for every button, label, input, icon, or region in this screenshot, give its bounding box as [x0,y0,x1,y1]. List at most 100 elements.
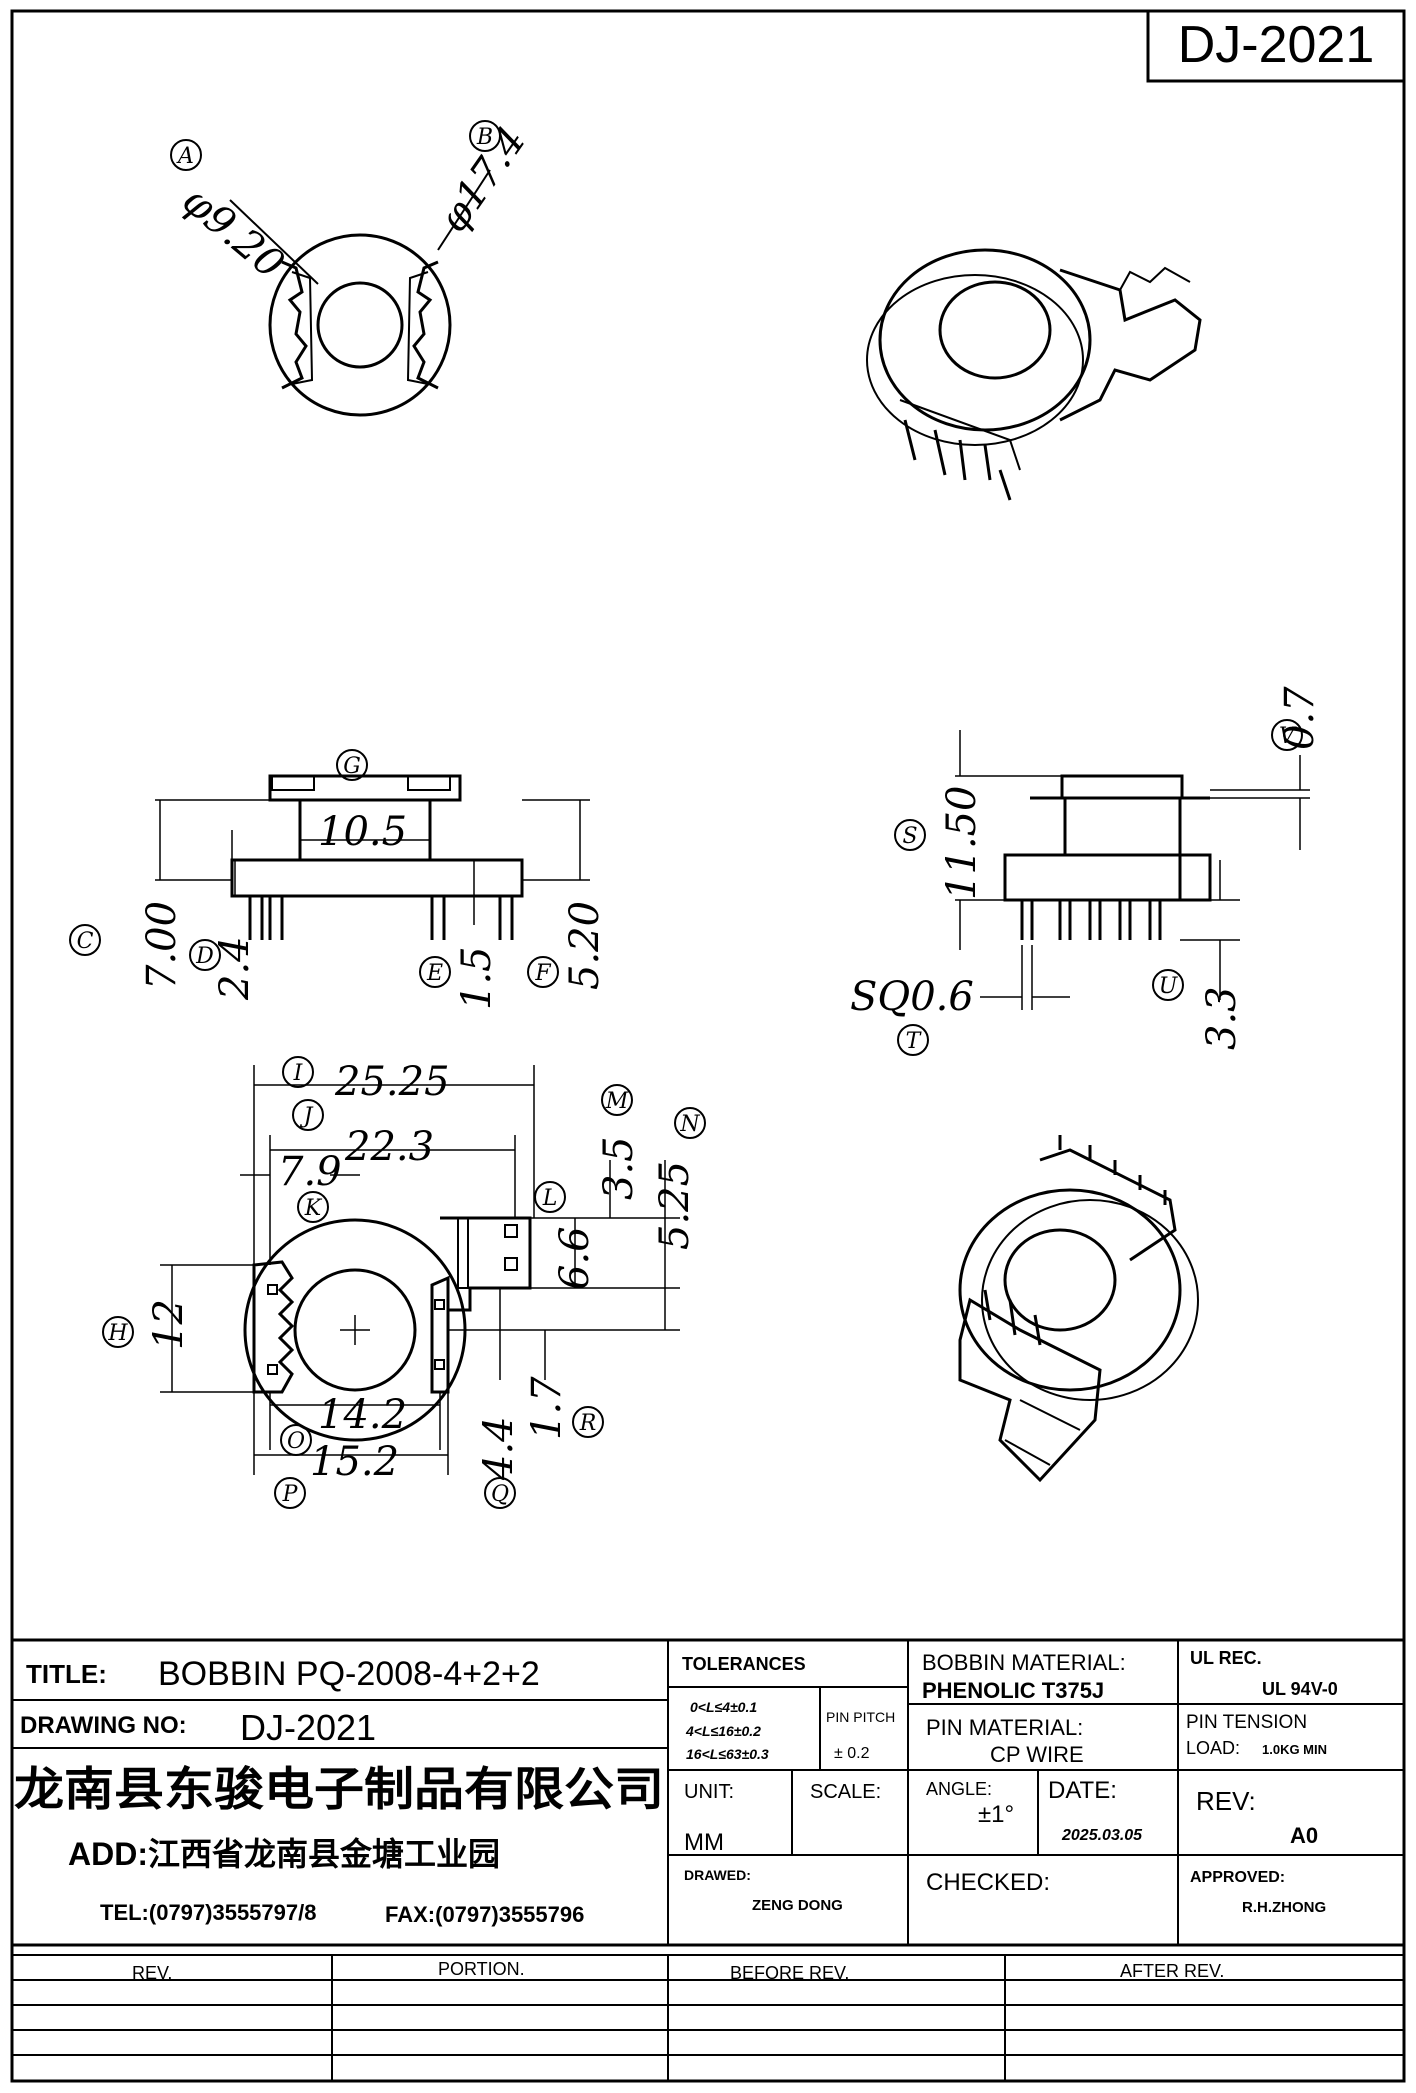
svg-text:M: M [605,1089,629,1114]
dim-t: SQ0.6 [850,974,974,1020]
label-v: V [1271,719,1303,751]
dim-d: 2.4 [212,936,258,1001]
dim-v: 0.7 [1277,686,1323,750]
svg-text:N: N [679,1112,700,1137]
label-g: G [336,749,368,781]
label-i: I [282,1056,314,1088]
company-name: 龙南县东骏电子制品有限公司 [14,1763,664,1815]
rev-value: A0 [1290,1823,1318,1848]
rev-table-header-before: BEFORE REV. [730,1963,849,1983]
pin-tension-label: PIN TENSION [1186,1712,1307,1733]
dim-l: 6.6 [552,1226,598,1290]
svg-text:P: P [282,1482,299,1507]
rev-table-header-after: AFTER REV. [1120,1961,1224,1981]
unit-value: MM [684,1829,724,1856]
tolerance-line-1: 0<L≤4±0.1 [690,1699,757,1715]
svg-text:J: J [300,1104,314,1129]
pin-material-value: CP WIRE [990,1742,1084,1767]
scale-label: SCALE: [810,1781,881,1803]
dim-c: 7.00 [139,901,185,990]
svg-text:R: R [579,1411,597,1436]
top-view: φ9.20 φ17.4 A B [170,118,535,417]
svg-text:G: G [343,754,361,779]
label-o: O [280,1424,312,1456]
bottom-view: 25.25 22.3 7.9 3.5 5.25 6.6 12 14.2 15.2… [102,1056,706,1509]
svg-text:B: B [476,125,493,150]
dim-e: 1.5 [454,946,500,1010]
svg-text:L: L [542,1186,558,1211]
svg-text:Q: Q [491,1482,509,1507]
svg-text:C: C [77,929,94,954]
svg-text:O: O [287,1429,305,1454]
company-tel: TEL:(0797)3555797/8 [100,1900,316,1925]
label-k: K [297,1191,329,1223]
title-block: TITLE: BOBBIN PQ-2008-4+2+2 DRAWING NO: … [10,1638,1406,1947]
label-b: B [469,120,501,152]
label-m: M [601,1084,633,1116]
side-view: 11.50 0.7 SQ0.6 3.3 V S U T [850,686,1323,1056]
tolerances-label: TOLERANCES [682,1654,806,1674]
checked-label: CHECKED: [926,1869,1050,1896]
date-value: 2025.03.05 [1061,1827,1143,1844]
label-p: P [274,1477,306,1509]
dim-u: 3.3 [1199,986,1245,1050]
drawn-label: DRAWED: [684,1867,751,1883]
iso-view-bottom [958,1135,1199,1483]
dim-q: 4.4 [476,1416,522,1481]
svg-text:V: V [1279,724,1297,749]
pin-tension-load-label: LOAD: [1186,1738,1240,1758]
rev-table-header-rev: REV. [132,1963,172,1983]
pin-pitch-value: ± 0.2 [834,1745,870,1762]
label-j: J [292,1099,324,1131]
label-h: H [102,1316,134,1348]
rev-table-header-portion: PORTION. [438,1959,525,1979]
label-r: R [572,1406,604,1438]
dim-i: 25.25 [334,1059,450,1105]
svg-text:D: D [195,944,214,969]
dim-r: 1.7 [524,1376,570,1440]
svg-text:K: K [304,1196,323,1221]
dim-g: 10.5 [318,809,407,855]
drawn-value: ZENG DONG [752,1897,843,1914]
label-u: U [1152,969,1184,1001]
front-view: 10.5 7.00 2.4 1.5 5.20 G C D E F [69,749,608,1010]
dim-s: 11.50 [939,785,985,900]
dim-f: 5.20 [562,901,608,990]
label-e: E [419,956,451,988]
label-n: N [674,1107,706,1139]
svg-text:U: U [1159,974,1179,999]
label-f: F [527,956,559,988]
label-t: T [897,1024,929,1056]
dim-j: 22.3 [344,1124,434,1170]
ul-rec-label: UL REC. [1190,1648,1262,1668]
drawing-no-label: DRAWING NO: [20,1712,187,1739]
revision-table: REV. PORTION. BEFORE REV. AFTER REV. [10,1943,1406,2083]
pin-pitch-label: PIN PITCH [826,1709,895,1725]
dim-p: 15.2 [310,1439,399,1485]
angle-label: ANGLE: [926,1779,992,1799]
drawing-id-box: DJ-2021 [1146,9,1406,83]
dim-n: 5.25 [652,1161,698,1250]
label-l: L [534,1181,566,1213]
tolerance-line-3: 16<L≤63±0.3 [686,1746,769,1762]
svg-text:I: I [293,1061,304,1086]
label-a: A [170,139,202,171]
approved-label: APPROVED: [1190,1869,1285,1886]
angle-value: ±1° [978,1801,1014,1828]
dim-o: 14.2 [318,1392,407,1438]
svg-text:F: F [534,961,551,986]
rev-label: REV: [1196,1786,1256,1816]
label-c: C [69,924,101,956]
drawing-id: DJ-2021 [1178,16,1375,74]
dim-m: 3.5 [596,1136,642,1200]
dim-k: 7.9 [278,1149,342,1195]
svg-text:H: H [107,1321,128,1346]
company-address: ADD:江西省龙南县金塘工业园 [68,1836,500,1872]
iso-view-top [866,248,1202,501]
tolerance-line-2: 4<L≤16±0.2 [685,1723,761,1739]
company-fax: FAX:(0797)3555796 [385,1902,584,1927]
dim-h: 12 [146,1299,192,1350]
dim-a: φ9.20 [174,177,293,287]
svg-text:T: T [906,1029,923,1054]
